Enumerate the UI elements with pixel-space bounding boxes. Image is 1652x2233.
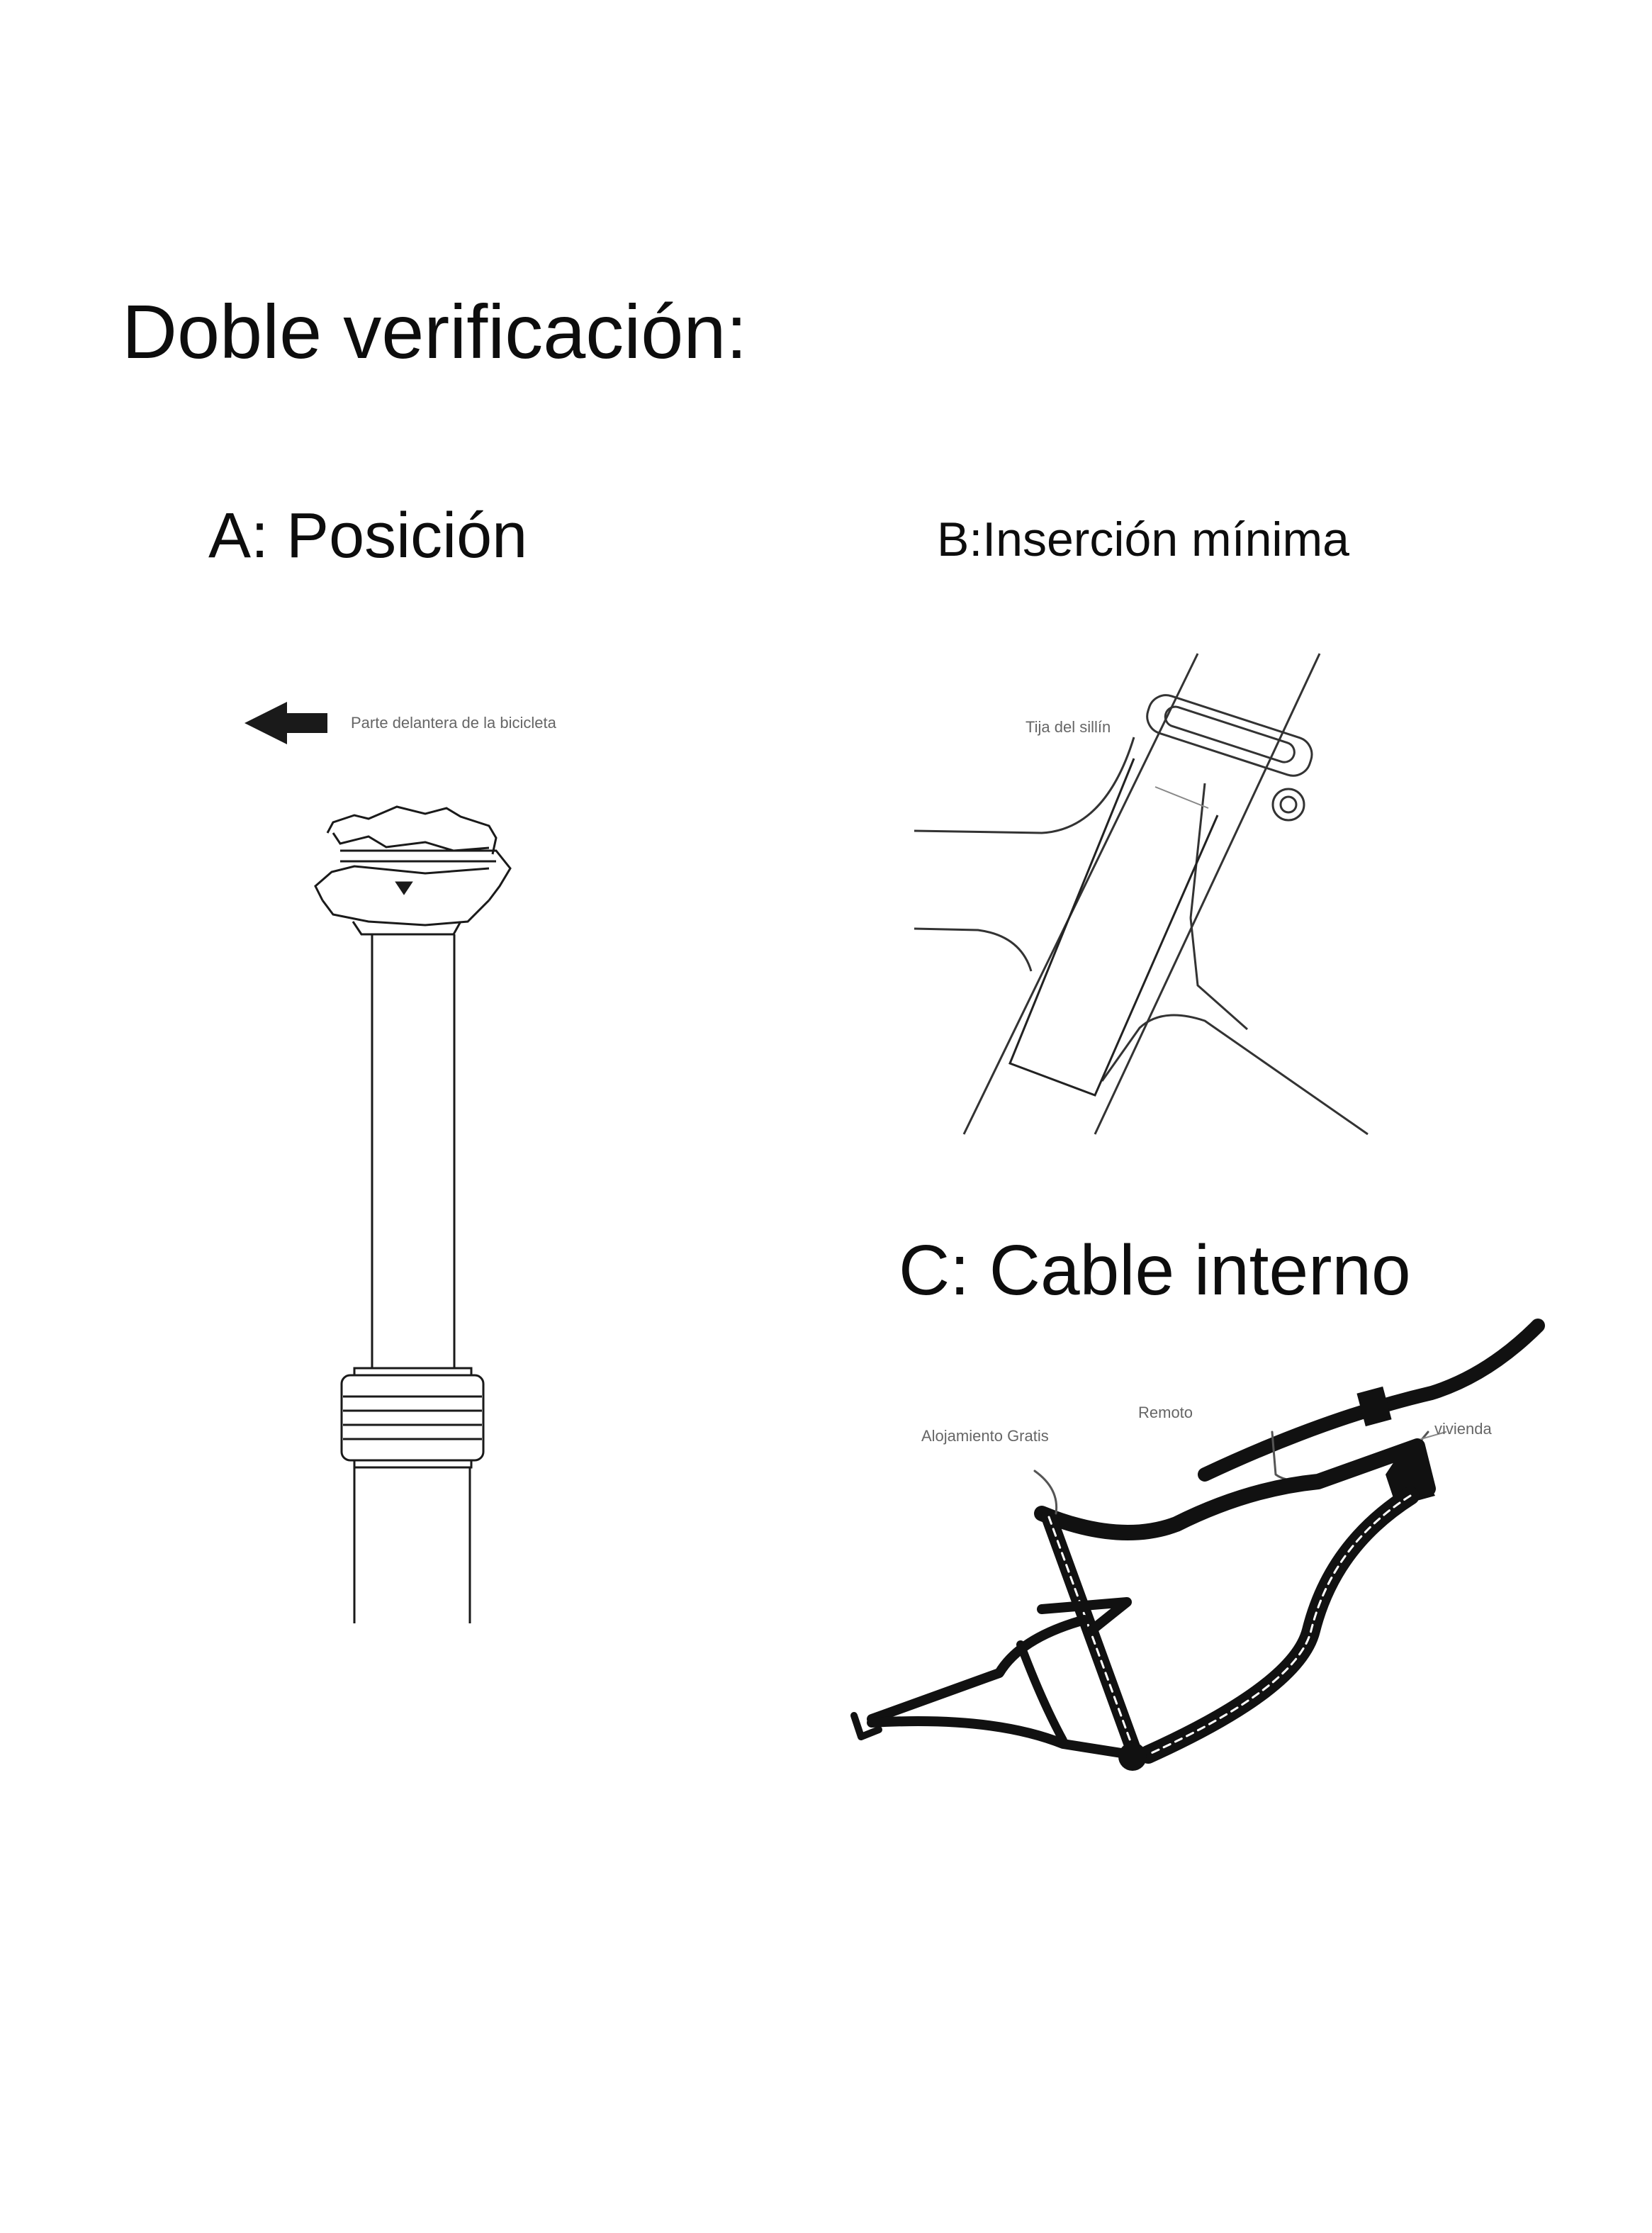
front-of-bike-label: Parte delantera de la bicicleta [351, 714, 556, 732]
seatpost-collar [340, 1367, 485, 1469]
bike-frame-diagram [850, 1319, 1545, 1771]
section-c-heading: C: Cable interno [899, 1231, 1411, 1310]
remote-label: Remoto [1138, 1404, 1193, 1421]
front-arrow-icon [245, 702, 327, 744]
section-a-heading: A: Posición [208, 500, 528, 571]
seatpost-label: Tija del sillín [1026, 718, 1111, 736]
seatpost-diagram [314, 805, 512, 1623]
min-insertion-diagram [914, 653, 1369, 1136]
section-b-heading: B:Inserción mínima [937, 513, 1349, 566]
saddle-clamp-head [314, 805, 512, 936]
page-title: Doble verificación: [122, 289, 748, 374]
housing-label: Alojamiento Gratis [921, 1427, 1049, 1445]
housing-label-2: vivienda [1434, 1420, 1492, 1438]
